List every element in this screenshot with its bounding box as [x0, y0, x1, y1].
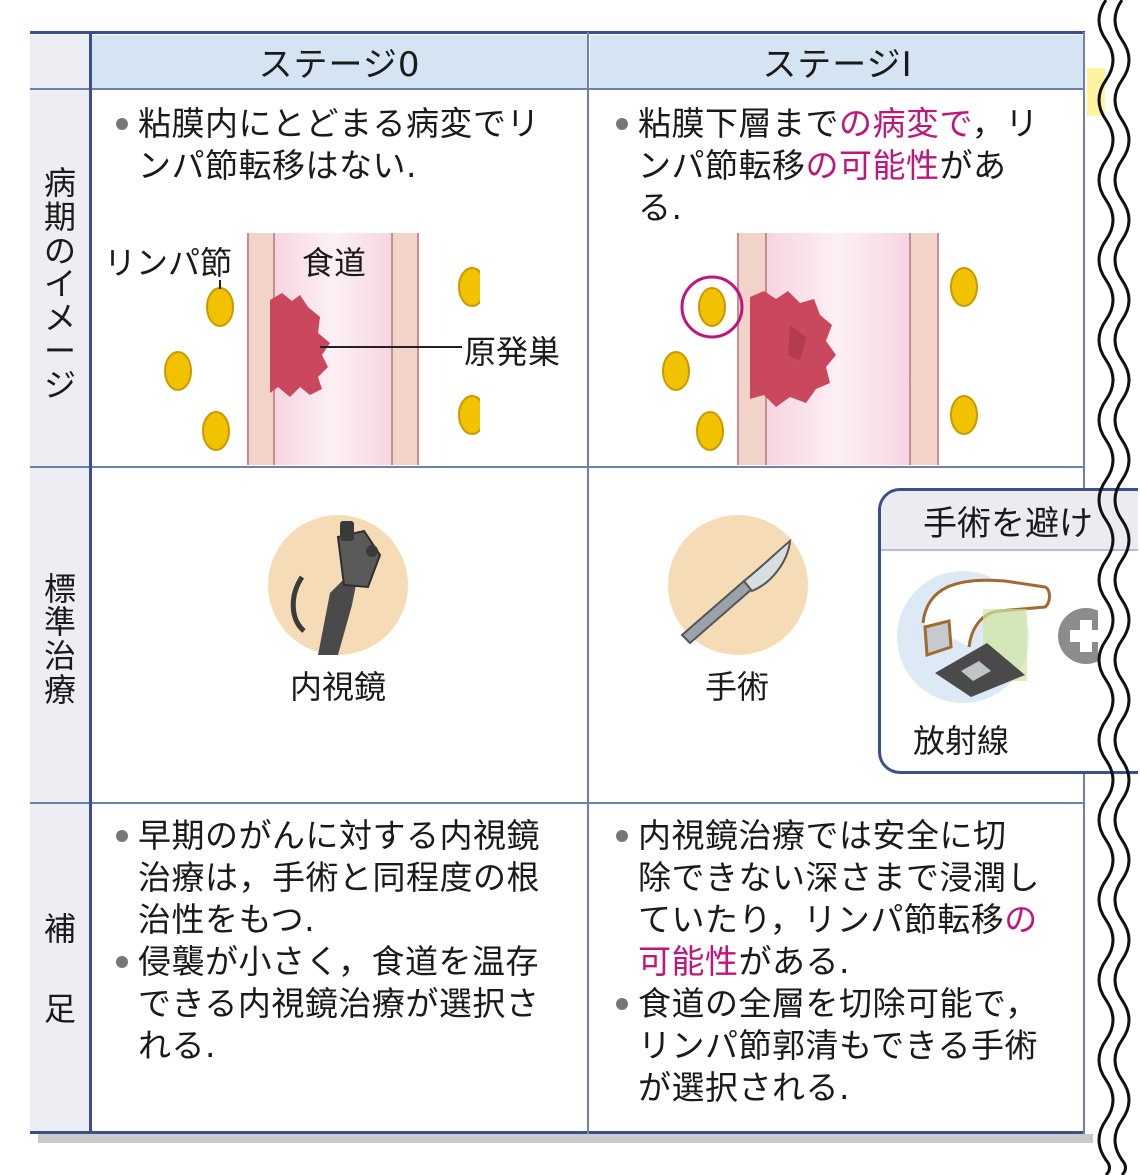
surgery-label: 手術 [705, 668, 770, 706]
table-shadow [38, 1134, 1093, 1143]
plus-icon [1058, 608, 1098, 664]
lymph-node [698, 287, 726, 327]
lymph-node [202, 411, 230, 451]
stage0-esophagus-illustration [164, 233, 480, 465]
lymph-node [458, 267, 480, 307]
highlight-ring [680, 275, 744, 339]
radiation-label: 放射線 [913, 722, 1010, 760]
stage1-image-text: 粘膜下層までの病変で，リ ンパ節転移の可能性があ る. [612, 103, 1082, 229]
scalpel-icon [668, 515, 808, 655]
row-label-notes: 補足 [43, 910, 76, 1028]
stage1-esophagus-illustration [662, 233, 978, 465]
row-label-treatment: 標準治療 [43, 569, 76, 709]
label-column-border [89, 32, 92, 1134]
lymph-node [696, 411, 724, 451]
cut-edge-wave [1097, 0, 1131, 1175]
header-divider [30, 88, 1085, 90]
primary-lesion-label: 原発巣 [464, 333, 561, 371]
lymph-node-label: リンパ節 [104, 244, 233, 282]
stage0-notes: 早期のがんに対する内視鏡治療は，手術と同程度の根治性をもつ. 侵襲が小さく，食道… [112, 815, 582, 1067]
table-bottom-border [30, 1131, 1085, 1134]
header-stage0: ステージ0 [92, 35, 587, 88]
lymph-node [950, 267, 978, 307]
row-divider-2 [30, 802, 1085, 804]
stage-divider [587, 32, 589, 1134]
lymph-node [206, 287, 234, 327]
stage0-tumor [270, 293, 330, 397]
stage1-notes: 内視鏡治療では安全に切 除できない深さまで浸潤し ていたり，リンパ節転移の 可能… [612, 815, 1082, 1109]
lymph-node [950, 395, 978, 435]
lymph-node [458, 395, 480, 435]
row-divider-1 [30, 466, 1085, 468]
row-label-image: 病期のイメージ [43, 164, 76, 404]
lymph-node [164, 351, 192, 391]
table-top-border [30, 31, 1085, 34]
label-column-bg [30, 35, 90, 1133]
header-stage1: ステージⅠ [590, 35, 1085, 88]
endoscope-icon [268, 515, 408, 655]
lymph-node [662, 351, 690, 391]
radiation-machine-icon [897, 571, 1051, 703]
endoscope-label: 内視鏡 [290, 668, 387, 706]
stage0-image-text: 粘膜内にとどまる病変でリンパ節転移はない. [112, 103, 582, 187]
alt-treatment-title: 手術を避け [881, 491, 1138, 551]
esophagus-label: 食道 [302, 244, 367, 282]
